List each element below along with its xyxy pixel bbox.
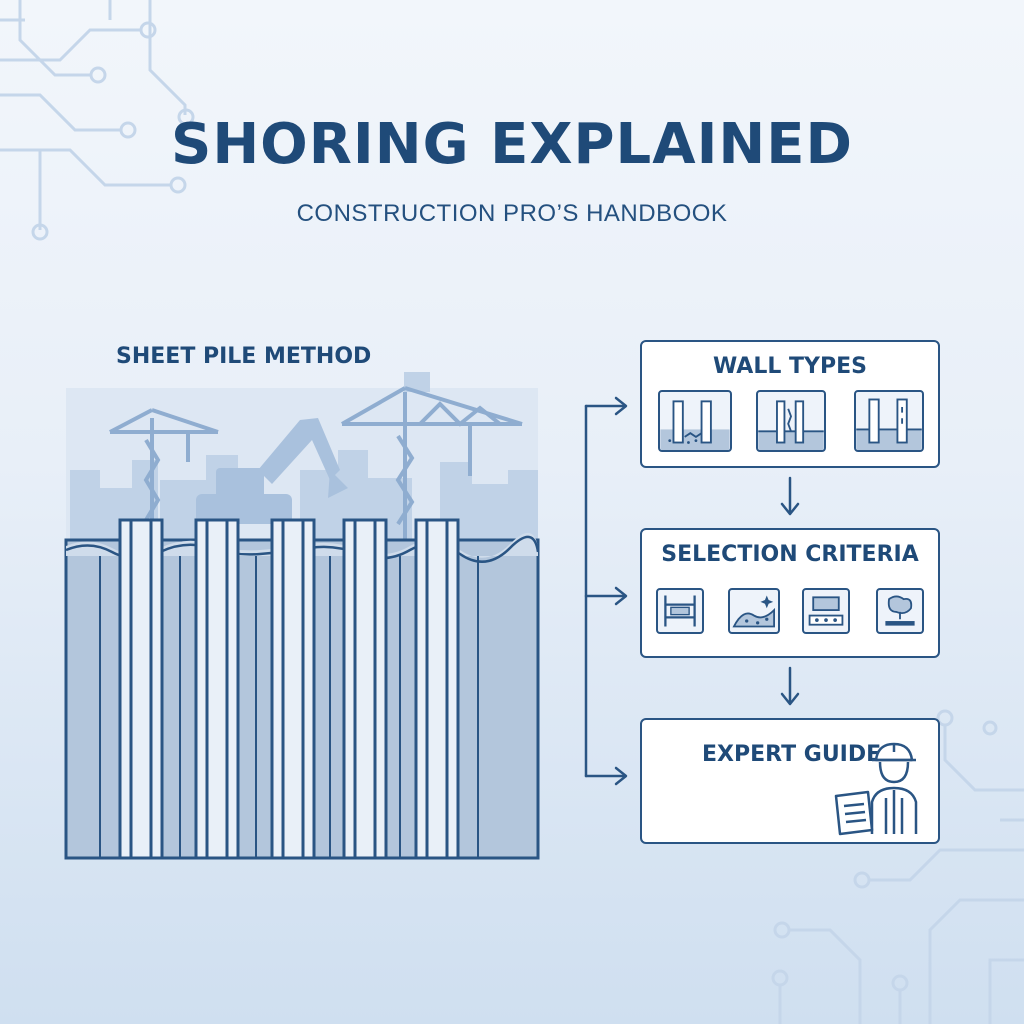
card-expert-guide: EXPERT GUIDE [640, 718, 940, 844]
card-wall-types-title: WALL TYPES [713, 354, 867, 379]
method-label: SHEET PILE METHOD [116, 344, 372, 369]
soil-icon [728, 588, 780, 634]
page-subtitle: CONSTRUCTION PRO’S HANDBOOK [296, 200, 728, 227]
wall-type-c-icon [854, 390, 924, 452]
site-icon [876, 588, 924, 634]
engineer-with-plan-icon [832, 738, 928, 838]
card-expert-guide-title: EXPERT GUIDE [702, 742, 882, 767]
card-selection-criteria-title: SELECTION CRITERIA [661, 542, 919, 567]
wall-type-a-icon [658, 390, 732, 452]
card-wall-types: WALL TYPES [640, 340, 940, 468]
structure-icon [656, 588, 704, 634]
card-selection-criteria: SELECTION CRITERIA [640, 528, 940, 658]
equipment-icon [802, 588, 850, 634]
page-title: SHORING EXPLAINED [170, 112, 854, 177]
wall-type-b-icon [756, 390, 826, 452]
